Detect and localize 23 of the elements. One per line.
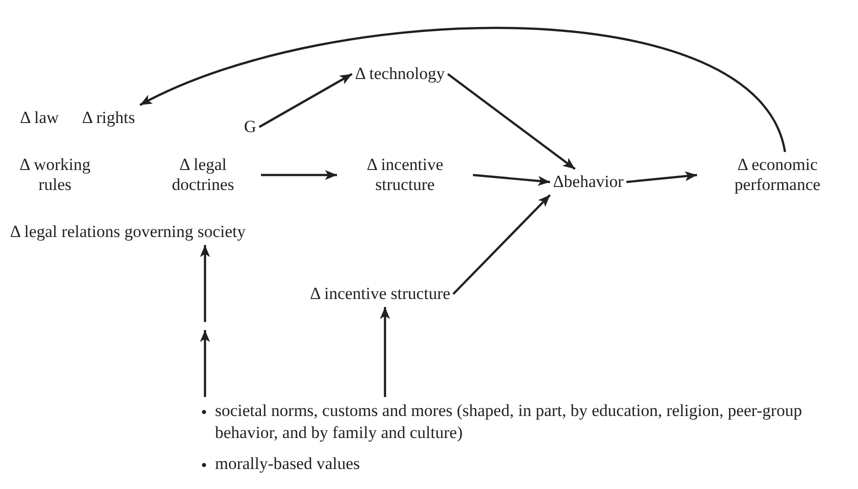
label-text: Δ working rules: [5, 155, 105, 195]
arrow: [472, 174, 550, 186]
label-text: Δ economic performance: [700, 155, 855, 195]
label-text: Δ law: [20, 108, 59, 128]
label-text: Δ technology: [355, 64, 445, 84]
bullet-item: societal norms, customs and mores (shaped, in part, by education, religion, peer-group behavior, and by family and culture): [200, 400, 850, 444]
label-text: Δbehavior: [553, 172, 624, 192]
arrow: [261, 170, 337, 180]
label-text: Δ legal doctrines: [148, 155, 258, 195]
label-text: Δ incentive structure: [340, 155, 470, 195]
arrow: [380, 307, 390, 397]
label-text: Δ legal relations governing society: [10, 222, 246, 242]
arrow: [258, 73, 353, 128]
arrow: [200, 330, 210, 397]
curved-arrow: [140, 27, 786, 152]
arrow: [626, 171, 698, 184]
arrow: [452, 194, 551, 295]
arrow: [447, 73, 576, 170]
label-text: Δ incentive structure: [310, 284, 450, 304]
bullet-item: morally-based values: [200, 453, 850, 475]
label-text: Δ rights: [82, 108, 135, 128]
label-text: G: [244, 117, 256, 137]
arrow: [200, 245, 210, 322]
